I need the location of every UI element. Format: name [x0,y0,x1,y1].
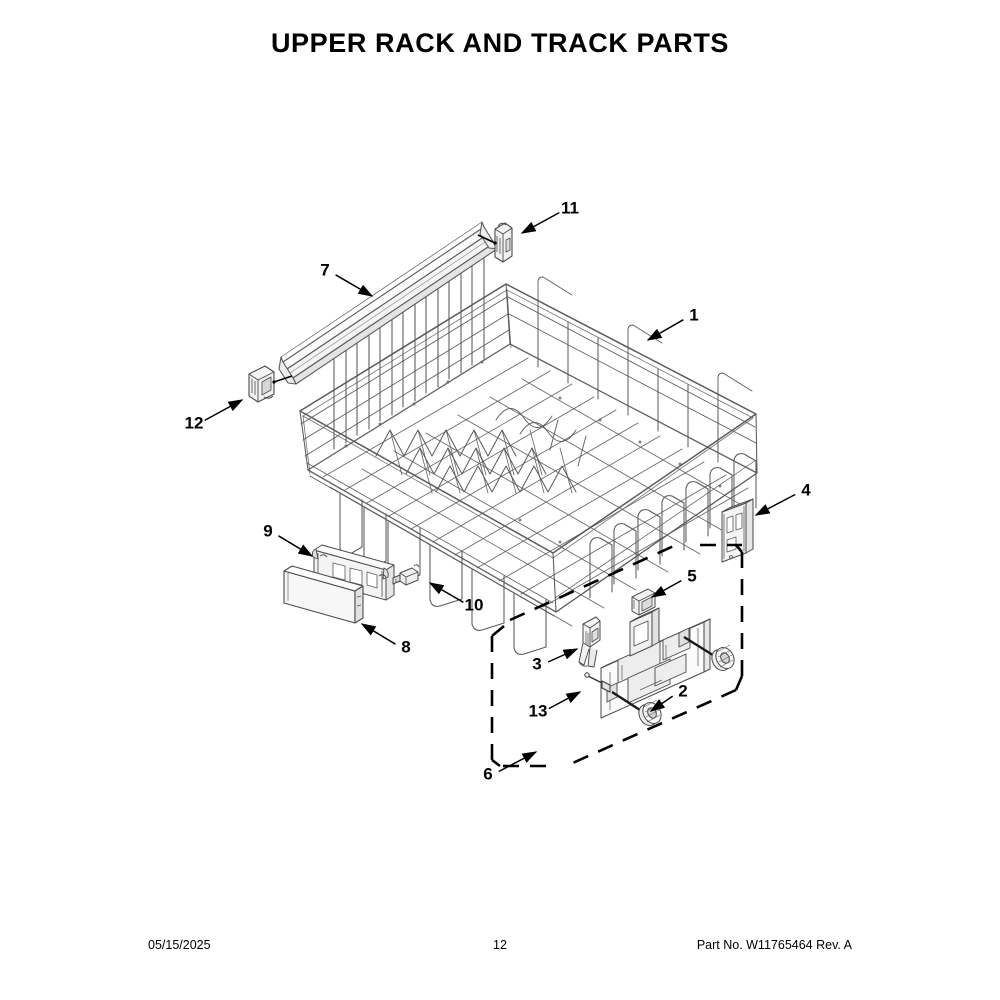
callout-leader-12 [204,399,244,422]
upper-dish-rack [299,253,758,655]
callout-leader-2 [649,695,674,712]
callout-leader-3 [547,648,579,663]
callout-11: 11 [520,198,579,234]
track-clip-stem [477,234,497,245]
callout-7: 7 [320,260,374,297]
callout-4: 4 [754,480,811,516]
callout-leader-6 [498,751,538,773]
callout-leader-10 [428,582,464,603]
callout-number-12: 12 [185,413,204,432]
callout-number-7: 7 [320,260,329,279]
roller-axle-pin [584,672,611,693]
callout-leader-5 [650,579,682,598]
mounting-pin [392,564,420,586]
callout-number-4: 4 [801,480,811,499]
callout-number-8: 8 [401,637,410,656]
callout-2: 2 [649,681,688,712]
retainer-cap [631,588,656,616]
rack-adjuster-clip [578,616,601,668]
callout-9: 9 [263,521,314,557]
page-title: UPPER RACK AND TRACK PARTS [270,28,730,58]
roller-carrier-assembly [600,607,711,719]
callout-1: 1 [646,305,699,341]
callout-number-10: 10 [465,595,484,614]
callout-number-3: 3 [532,654,541,673]
callout-number-1: 1 [689,305,698,324]
footer-part-number: Part No. W11765464 Rev. A [696,938,852,952]
callout-10: 10 [428,582,484,614]
callout-number-11: 11 [561,198,579,217]
callout-5: 5 [650,566,697,598]
rail-bracket [311,544,395,601]
callout-number-6: 6 [483,764,492,783]
track-end-cap [248,365,293,403]
callout-leader-13 [548,691,582,710]
track-end-clip [494,222,513,263]
footer-date: 05/15/2025 [148,938,211,952]
callout-number-5: 5 [687,566,696,585]
callout-3: 3 [532,648,579,673]
callout-number-9: 9 [263,521,272,540]
callout-leader-9 [278,535,314,557]
end-bracket [721,498,754,563]
callout-8: 8 [360,623,411,656]
footer-page-number: 12 [493,938,507,952]
callout-leader-8 [360,623,396,645]
callout-number-2: 2 [678,681,687,700]
callout-6: 6 [483,751,538,783]
callout-leader-11 [520,211,560,234]
rail-cover [283,565,364,624]
roller-assembly-group-box [490,543,744,768]
callout-leader-4 [754,493,796,516]
callout-number-13: 13 [529,701,548,720]
callout-12: 12 [185,399,244,432]
callout-leader-1 [646,319,684,341]
rack-track-rail [278,221,498,385]
callout-leader-7 [335,274,374,297]
callout-13: 13 [529,691,582,720]
